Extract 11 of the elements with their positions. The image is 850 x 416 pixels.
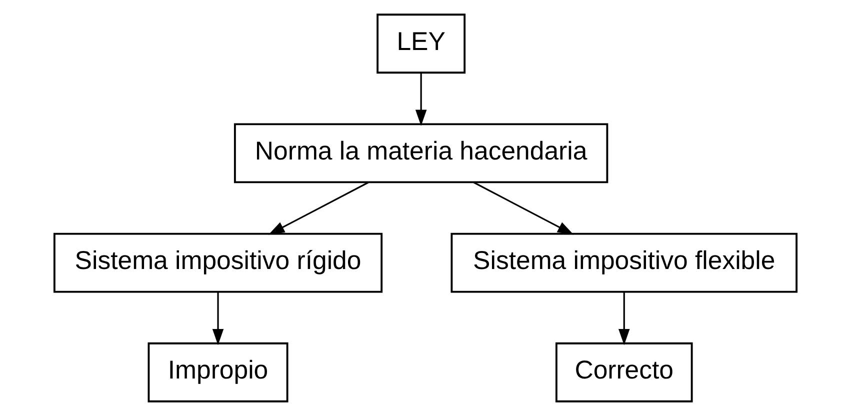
arrow: [473, 182, 574, 235]
arrow: [618, 292, 630, 346]
node-box: Sistema impositivo flexible: [450, 232, 798, 293]
arrow: [414, 73, 426, 126]
node-box: Correcto: [554, 342, 692, 402]
node-box: Impropio: [147, 342, 288, 402]
node-box: Sistema impositivo rígido: [52, 232, 382, 293]
node-box: LEY: [376, 14, 466, 74]
node-box: Norma la materia hacendaria: [233, 123, 608, 184]
arrow: [268, 182, 368, 235]
arrow: [212, 292, 224, 346]
